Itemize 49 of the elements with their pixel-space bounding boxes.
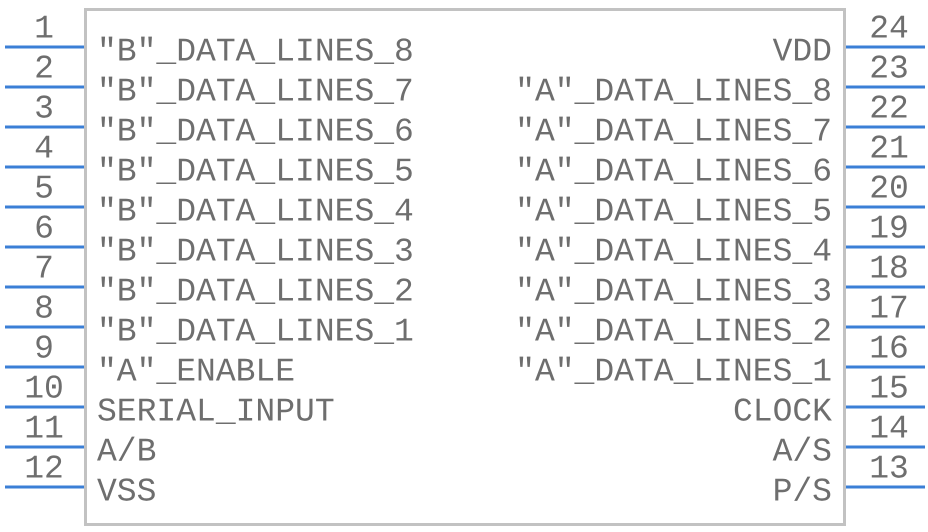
- pin-label: "A"_DATA_LINES_5: [515, 196, 832, 228]
- pin-label: P/S: [772, 476, 832, 508]
- pin-label: A/S: [772, 436, 832, 468]
- pin-label: "A"_DATA_LINES_7: [515, 116, 832, 148]
- pin-label: "B"_DATA_LINES_1: [97, 316, 414, 348]
- pin-number: 14: [869, 412, 909, 446]
- pin-number: 16: [869, 332, 909, 366]
- pin-number: 13: [869, 452, 909, 486]
- pin-number: 18: [869, 252, 909, 286]
- pin-label: "B"_DATA_LINES_6: [97, 116, 414, 148]
- pin-number: 1: [34, 12, 54, 46]
- chip-body: [84, 8, 846, 526]
- pin-number: 3: [34, 92, 54, 126]
- pin-number: 23: [869, 52, 909, 86]
- pin-number: 17: [869, 292, 909, 326]
- pin-label: A/B: [97, 436, 156, 468]
- pin-number: 7: [34, 252, 54, 286]
- pin-label: "A"_DATA_LINES_4: [515, 236, 832, 268]
- pin-number: 5: [34, 172, 54, 206]
- pin-label: "A"_DATA_LINES_2: [515, 316, 832, 348]
- pin-label: "B"_DATA_LINES_7: [97, 76, 414, 108]
- pin-number: 2: [34, 52, 54, 86]
- pin-number: 21: [869, 132, 909, 166]
- pin-number: 11: [24, 412, 64, 446]
- pin-label: "A"_ENABLE: [97, 356, 296, 388]
- pin-label: "A"_DATA_LINES_1: [515, 356, 832, 388]
- pin-label: SERIAL_INPUT: [97, 396, 335, 428]
- pin-number: 24: [869, 12, 909, 46]
- pin-label: "B"_DATA_LINES_4: [97, 196, 414, 228]
- pin-label: "A"_DATA_LINES_8: [515, 76, 832, 108]
- pin-label: "B"_DATA_LINES_3: [97, 236, 414, 268]
- pin-number: 12: [24, 452, 64, 486]
- pin-number: 9: [34, 332, 54, 366]
- pin-number: 22: [869, 92, 909, 126]
- pin-number: 8: [34, 292, 54, 326]
- pin-number: 6: [34, 212, 54, 246]
- pin-label: VSS: [97, 476, 156, 508]
- pin-label: VDD: [772, 36, 832, 68]
- pin-number: 19: [869, 212, 909, 246]
- pin-number: 15: [869, 372, 909, 406]
- pin-label: "B"_DATA_LINES_5: [97, 156, 414, 188]
- pin-label: "A"_DATA_LINES_3: [515, 276, 832, 308]
- pin-number: 4: [34, 132, 54, 166]
- pin-label: "B"_DATA_LINES_8: [97, 36, 414, 68]
- pin-label: CLOCK: [732, 396, 832, 428]
- pin-label: "A"_DATA_LINES_6: [515, 156, 832, 188]
- pin-number: 20: [869, 172, 909, 206]
- pin-number: 10: [24, 372, 64, 406]
- pin-label: "B"_DATA_LINES_2: [97, 276, 414, 308]
